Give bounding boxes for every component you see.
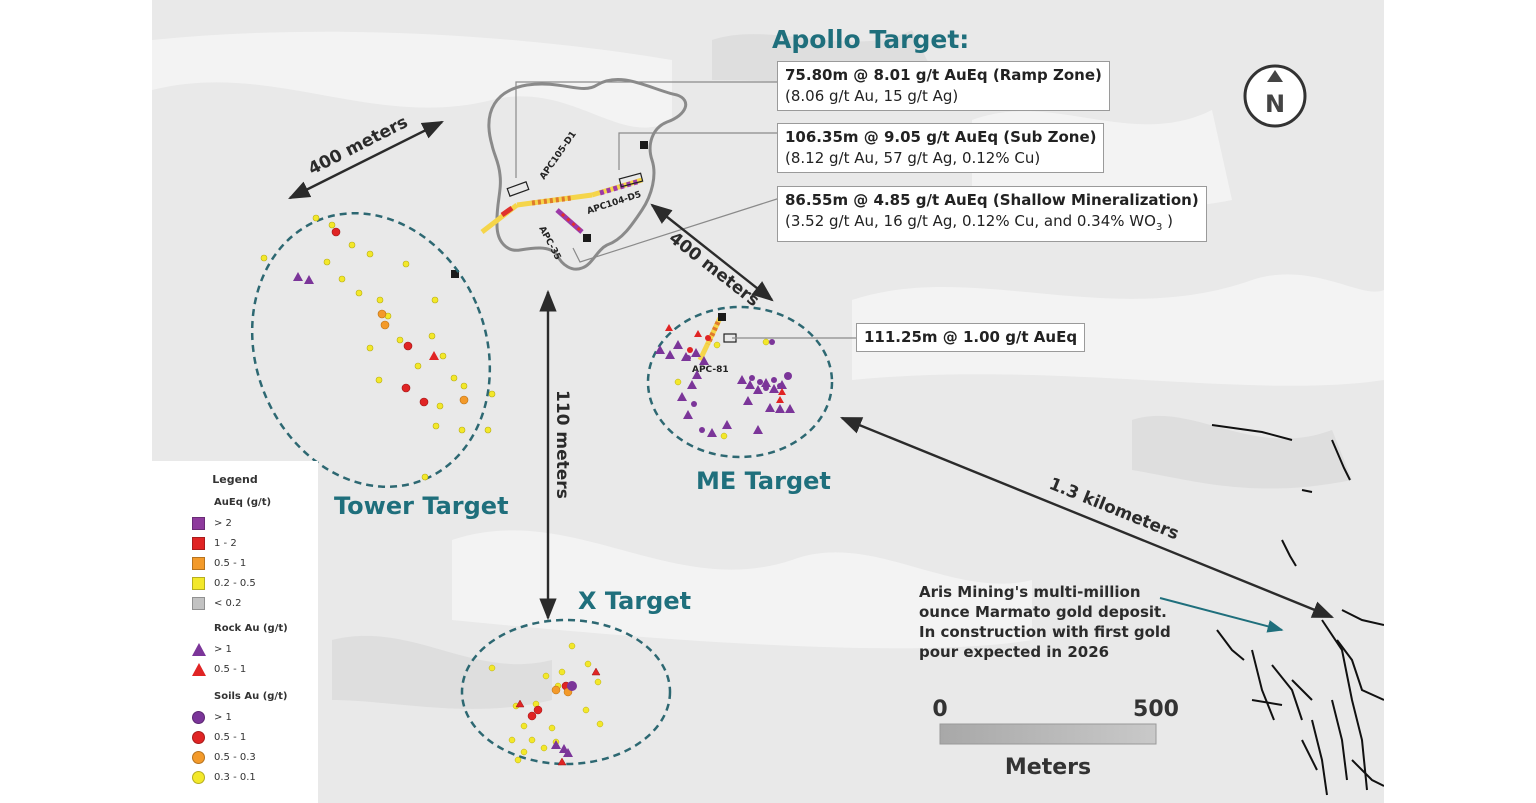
legend-item: 0.3 - 0.1 (192, 769, 256, 785)
callout-ramp-line2: (8.06 g/t Au, 15 g/t Ag) (785, 87, 959, 105)
callout-me-line1: 111.25m @ 1.00 g/t AuEq (864, 328, 1078, 346)
distance-label-3: 110 meters (552, 390, 572, 499)
legend-swatch (192, 516, 205, 530)
legend-item: > 1 (192, 641, 232, 657)
legend-item: 0.5 - 1 (192, 661, 246, 677)
callout-shallow-line2: (3.52 g/t Au, 16 g/t Ag, 0.12% Cu, and 0… (785, 211, 1199, 238)
legend-label: 0.2 - 0.5 (214, 577, 256, 589)
x-ellipse (460, 618, 672, 766)
legend-label: > 2 (214, 517, 232, 529)
drill-label-apc105: APC105-D1 (538, 130, 579, 182)
triangle-icon (192, 642, 206, 656)
legend-swatch (192, 536, 205, 550)
legend-item: 0.5 - 1 (192, 729, 246, 745)
callout-shallow: 86.55m @ 4.85 g/t AuEq (Shallow Minerali… (777, 186, 1207, 242)
legend-label: 0.5 - 0.3 (214, 751, 256, 763)
me-samples (655, 324, 795, 440)
circle-icon (192, 770, 205, 784)
circle-icon (192, 730, 205, 744)
scale-start: 0 (932, 697, 947, 722)
drill-label-apc35: APC-35 (536, 225, 562, 262)
callout-sub-line1: 106.35m @ 9.05 g/t AuEq (Sub Zone) (785, 128, 1097, 146)
drill-label-apc81: APC-81 (692, 365, 729, 375)
marmato-note: Aris Mining's multi-million ounce Marmat… (919, 583, 1171, 661)
marmato-note-line-3: In construction with first gold (919, 623, 1171, 641)
marmato-workings (1211, 424, 1384, 796)
map-svg: APC105-D1 APC104-D5 APC-35 APC-81 400 me… (152, 25, 1384, 796)
marmato-note-line-1: Aris Mining's multi-million (919, 583, 1141, 601)
north-label: N (1265, 90, 1285, 118)
north-arrow-icon: N (1243, 64, 1307, 128)
scale-bar: 0 500 Meters (932, 697, 1179, 780)
scale-end: 500 (1133, 697, 1179, 722)
marmato-note-line-4: pour expected in 2026 (919, 643, 1109, 661)
callout-shallow-line2-text: (3.52 g/t Au, 16 g/t Ag, 0.12% Cu, and 0… (785, 212, 1156, 230)
legend-label: 0.5 - 1 (214, 557, 247, 569)
callout-ramp-line1: 75.80m @ 8.01 g/t AuEq (Ramp Zone) (785, 66, 1102, 84)
legend-section-rock: Rock Au (g/t) (214, 623, 288, 634)
legend-swatch (192, 596, 205, 610)
legend: Legend AuEq (g/t) > 2 1 - 2 0.5 - 1 0.2 … (152, 461, 318, 803)
legend-label: 0.5 - 1 (214, 731, 247, 743)
legend-item: 0.5 - 1 (192, 555, 246, 571)
legend-label: > 1 (214, 711, 232, 723)
tower-samples (260, 214, 496, 481)
legend-item: 0.5 - 0.3 (192, 749, 256, 765)
callout-sub-zone: 106.35m @ 9.05 g/t AuEq (Sub Zone) (8.12… (777, 123, 1105, 173)
x-title: X Target (578, 587, 691, 615)
legend-section-soils: Soils Au (g/t) (214, 691, 288, 702)
legend-title: Legend (212, 473, 258, 486)
apollo-outline (487, 78, 688, 271)
distance-label-2: 400 meters (665, 228, 763, 311)
legend-item: > 2 (192, 515, 232, 531)
callout-me: 111.25m @ 1.00 g/t AuEq (856, 323, 1086, 352)
legend-label: 0.3 - 0.1 (214, 771, 256, 783)
legend-item: > 1 (192, 709, 232, 725)
legend-item: < 0.2 (192, 595, 241, 611)
legend-item: 0.2 - 0.5 (192, 575, 256, 591)
circle-icon (192, 750, 205, 764)
x-samples (488, 642, 604, 766)
callout-shallow-line2-sub: 3 (1155, 222, 1163, 233)
triangle-icon (192, 662, 206, 676)
distance-arrows (288, 120, 1335, 621)
legend-label: 1 - 2 (214, 537, 237, 549)
scale-unit: Meters (1005, 755, 1091, 780)
legend-label: > 1 (214, 643, 232, 655)
legend-section-aueq: AuEq (g/t) (214, 497, 272, 508)
map-area[interactable]: APC105-D1 APC104-D5 APC-35 APC-81 400 me… (152, 0, 1384, 803)
tower-title: Tower Target (334, 492, 509, 520)
me-title: ME Target (696, 467, 831, 495)
marmato-arrow (1159, 597, 1284, 633)
legend-label: < 0.2 (214, 597, 242, 609)
legend-swatch (192, 556, 205, 570)
legend-label: 0.5 - 1 (214, 663, 247, 675)
apollo-title: Apollo Target: (772, 25, 969, 54)
circle-icon (192, 710, 205, 724)
marmato-note-line-2: ounce Marmato gold deposit. (919, 603, 1167, 621)
legend-item: 1 - 2 (192, 535, 237, 551)
legend-swatch (192, 576, 205, 590)
me-ellipse (646, 305, 834, 459)
collars (451, 141, 726, 321)
callout-shallow-line2-end: ) (1162, 212, 1173, 230)
callout-sub-line2: (8.12 g/t Au, 57 g/t Ag, 0.12% Cu) (785, 149, 1041, 167)
callout-ramp-zone: 75.80m @ 8.01 g/t AuEq (Ramp Zone) (8.06… (777, 61, 1110, 111)
callout-shallow-line1: 86.55m @ 4.85 g/t AuEq (Shallow Minerali… (785, 191, 1199, 209)
